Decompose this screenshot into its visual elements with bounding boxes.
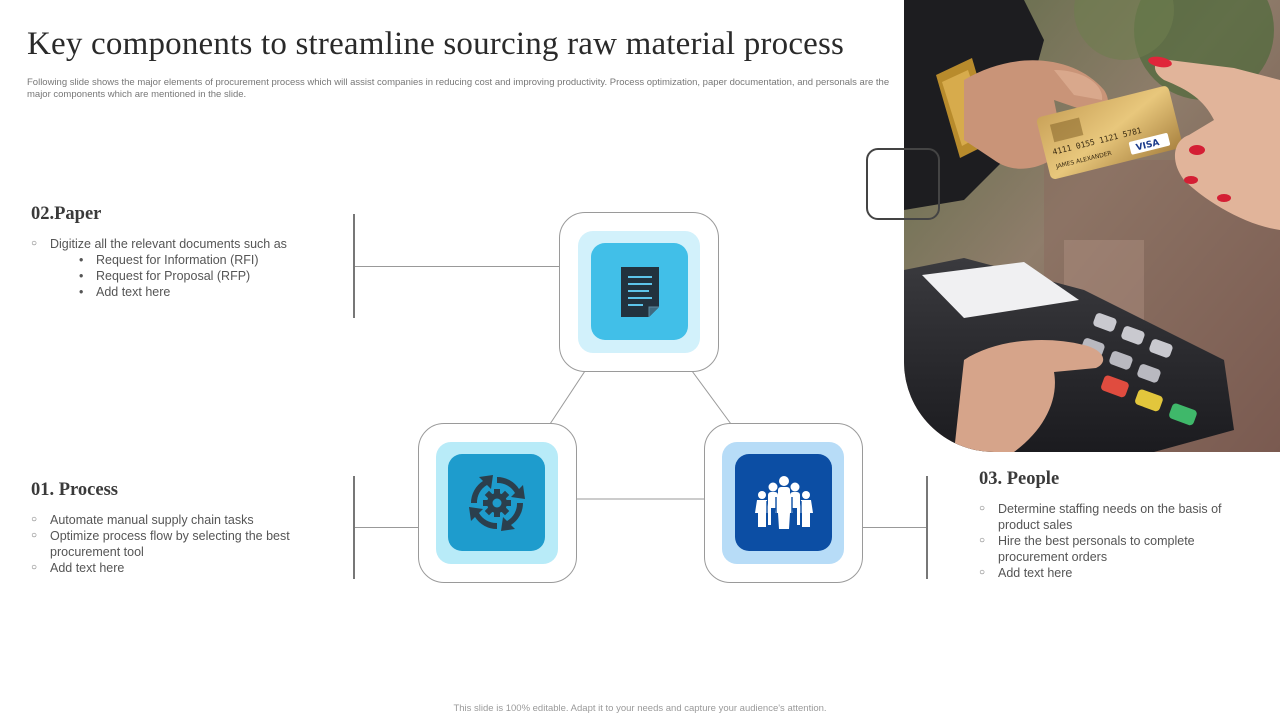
people-list: Determine staffing needs on the basis of… bbox=[979, 501, 1259, 581]
page-subtitle: Following slide shows the major elements… bbox=[27, 77, 890, 100]
process-icon-tile[interactable] bbox=[448, 454, 545, 551]
paper-sublist-item: Request for Proposal (RFP) bbox=[79, 268, 331, 284]
people-connector-line bbox=[862, 527, 926, 528]
paper-sublist-item: Add text here bbox=[79, 284, 331, 300]
gear-cycle-icon bbox=[468, 474, 525, 531]
paper-connector-line bbox=[355, 266, 560, 267]
process-heading: 01. Process bbox=[31, 480, 118, 500]
paper-sublist: Request for Information (RFI) Request fo… bbox=[50, 252, 331, 300]
team-icon bbox=[754, 475, 813, 529]
photo-outline-frame bbox=[866, 148, 940, 220]
paper-list: Digitize all the relevant documents such… bbox=[31, 236, 331, 300]
paper-heading: 02.Paper bbox=[31, 204, 102, 224]
page-title: Key components to streamline sourcing ra… bbox=[27, 26, 845, 62]
process-connector-line bbox=[355, 527, 419, 528]
process-list-item: Automate manual supply chain tasks bbox=[31, 512, 331, 528]
people-divider-bar bbox=[926, 476, 928, 579]
process-list-item: Optimize process flow by selecting the b… bbox=[31, 528, 331, 560]
people-list-item: Add text here bbox=[979, 565, 1259, 581]
process-divider-bar bbox=[353, 476, 355, 579]
payment-photo: 4111 0155 1121 5781 JAMES ALEXANDER VISA bbox=[904, 0, 1280, 452]
paper-divider-bar bbox=[353, 214, 355, 318]
paper-sublist-item: Request for Information (RFI) bbox=[79, 252, 331, 268]
people-list-item: Determine staffing needs on the basis of… bbox=[979, 501, 1259, 533]
paper-icon-tile[interactable] bbox=[591, 243, 688, 340]
people-heading: 03. People bbox=[979, 469, 1060, 489]
payment-photo-illustration: 4111 0155 1121 5781 JAMES ALEXANDER VISA bbox=[904, 0, 1280, 452]
people-icon-tile[interactable] bbox=[735, 454, 832, 551]
process-list-item: Add text here bbox=[31, 560, 331, 576]
document-icon bbox=[620, 266, 659, 317]
people-list-item: Hire the best personals to complete proc… bbox=[979, 533, 1259, 565]
paper-list-item: Digitize all the relevant documents such… bbox=[31, 236, 331, 300]
process-list: Automate manual supply chain tasks Optim… bbox=[31, 512, 331, 576]
footer-note: This slide is 100% editable. Adapt it to… bbox=[453, 703, 827, 714]
